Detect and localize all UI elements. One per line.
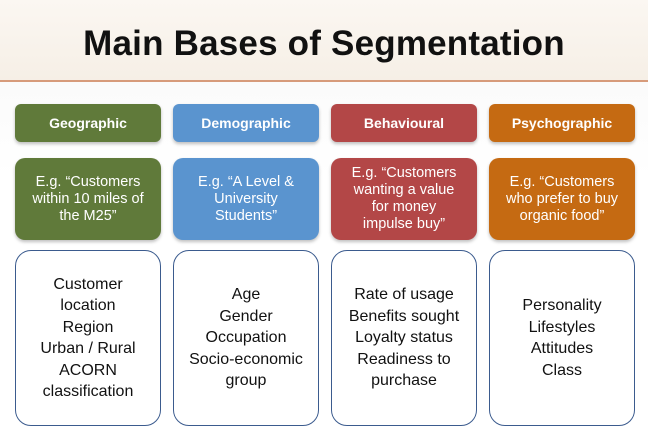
example-geographic: E.g. “Customers within 10 miles of the M…	[15, 158, 161, 240]
example-behavioural: E.g. “Customers wanting a value for mone…	[331, 158, 477, 240]
list-psychographic: Personality Lifestyles Attitudes Class	[489, 250, 635, 426]
list-item: Lifestyles	[528, 318, 596, 336]
list-item: Rate of usage	[354, 286, 454, 304]
header-geographic: Geographic	[15, 104, 161, 142]
list-item: Loyalty status	[355, 329, 453, 347]
list-item: location	[60, 297, 116, 314]
example-line: E.g. “Customers	[35, 173, 141, 190]
list-item: group	[225, 372, 267, 390]
list-item: Attitudes	[530, 340, 594, 357]
list-item: classification	[42, 383, 134, 400]
slide-title: Main Bases of Segmentation	[83, 24, 565, 63]
example-line: the M25”	[59, 207, 117, 224]
column-geographic: Geographic E.g. “Customers within 10 mil…	[15, 0, 161, 443]
list-item: purchase	[371, 372, 437, 390]
column-behavioural: Behavioural E.g. “Customers wanting a va…	[331, 0, 477, 443]
column-psychographic: Psychographic E.g. “Customers who prefer…	[489, 0, 635, 443]
header-demographic: Demographic	[173, 104, 319, 142]
list-item: Region	[62, 318, 114, 336]
example-line: E.g. “A Level &	[198, 173, 294, 190]
example-line: Students”	[214, 207, 278, 224]
example-line: for money	[371, 199, 437, 215]
list-item: Socio-economic	[189, 350, 303, 368]
example-line: within 10 miles of	[32, 190, 144, 207]
example-line: impulse buy”	[362, 216, 446, 232]
list-item: Age	[231, 286, 261, 304]
list-item: Benefits sought	[348, 307, 460, 325]
example-line: organic food”	[519, 207, 605, 224]
list-behavioural: Rate of usage Benefits sought Loyalty st…	[331, 250, 477, 426]
list-item: Readiness to	[357, 350, 451, 368]
list-item: Urban / Rural	[40, 340, 136, 357]
header-psychographic: Psychographic	[489, 104, 635, 142]
list-item: Class	[541, 361, 582, 379]
example-line: E.g. “Customers	[509, 173, 615, 190]
example-line: who prefer to buy	[505, 190, 619, 207]
example-psychographic: E.g. “Customers who prefer to buy organi…	[489, 158, 635, 240]
example-demographic: E.g. “A Level & University Students”	[173, 158, 319, 240]
header-behavioural: Behavioural	[331, 104, 477, 142]
list-item: Customer	[53, 275, 123, 293]
example-line: wanting a value	[353, 182, 455, 198]
title-band	[0, 0, 648, 82]
list-geographic: Customer location Region Urban / Rural A…	[15, 250, 161, 426]
example-line: University	[214, 190, 278, 207]
list-demographic: Age Gender Occupation Socio-economic gro…	[173, 250, 319, 426]
example-line: E.g. “Customers	[351, 165, 457, 181]
list-item: ACORN	[59, 361, 117, 379]
column-demographic: Demographic E.g. “A Level & University S…	[173, 0, 319, 443]
list-item: Occupation	[205, 329, 287, 347]
list-item: Gender	[219, 307, 273, 325]
list-item: Personality	[522, 297, 602, 314]
